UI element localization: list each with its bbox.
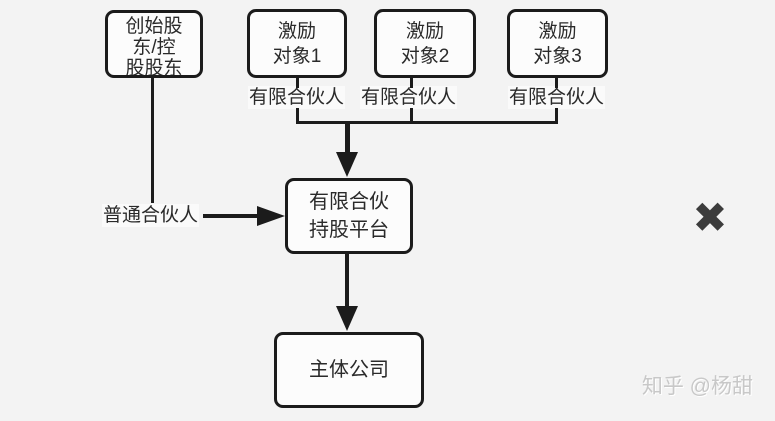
node-founder-line-2: 东/控 bbox=[132, 37, 176, 58]
connector-incentive-2-stub-top bbox=[410, 76, 413, 88]
node-incentive-2-line-1: 激励 bbox=[405, 20, 444, 42]
node-incentive-target-3: 激励 对象3 bbox=[507, 9, 608, 78]
connector-horizontal-bus bbox=[296, 121, 558, 124]
arrow-down-icon bbox=[336, 306, 358, 331]
limited-partner-label-2: 有限合伙人 bbox=[360, 86, 458, 109]
connector-incentive-1-stub-bottom bbox=[296, 108, 299, 124]
general-partner-label: 普通合伙人 bbox=[102, 204, 200, 227]
node-founder-shareholder: 创始股 东/控 股股东 bbox=[105, 10, 203, 78]
connector-incentive-3-stub-bottom bbox=[555, 108, 558, 124]
arrow-right-icon bbox=[257, 206, 285, 226]
limited-partner-label-3: 有限合伙人 bbox=[508, 86, 606, 109]
close-icon[interactable]: ✖ bbox=[692, 194, 728, 241]
node-platform-line-2: 持股平台 bbox=[309, 219, 389, 241]
node-incentive-1-line-1: 激励 bbox=[277, 20, 316, 42]
limited-partner-label-1: 有限合伙人 bbox=[248, 86, 346, 109]
node-incentive-3-line-2: 对象3 bbox=[533, 45, 582, 67]
node-incentive-1-line-2: 对象1 bbox=[272, 45, 322, 67]
arrow-platform-to-company-shaft bbox=[345, 252, 349, 308]
node-founder-line-3: 股股东 bbox=[125, 58, 183, 78]
node-incentive-2-line-2: 对象2 bbox=[400, 45, 450, 67]
connector-incentive-3-stub-top bbox=[555, 76, 558, 88]
arrow-bus-to-platform-shaft bbox=[345, 121, 350, 154]
arrow-gp-to-platform-shaft bbox=[203, 214, 260, 218]
connector-incentive-2-stub-bottom bbox=[410, 108, 413, 124]
node-incentive-target-2: 激励 对象2 bbox=[374, 9, 476, 78]
connector-founder-to-gp-label bbox=[151, 76, 154, 203]
node-main-company: 主体公司 bbox=[274, 332, 424, 408]
node-company-label: 主体公司 bbox=[309, 359, 389, 381]
arrow-down-icon bbox=[336, 152, 358, 177]
node-platform-line-1: 有限合伙 bbox=[309, 191, 389, 213]
node-partnership-platform: 有限合伙 持股平台 bbox=[285, 178, 413, 254]
node-founder-line-1: 创始股 bbox=[125, 16, 183, 37]
node-incentive-3-line-1: 激励 bbox=[538, 20, 577, 42]
node-incentive-target-1: 激励 对象1 bbox=[247, 9, 347, 78]
watermark-zhihu: 知乎 @杨甜 bbox=[641, 375, 753, 398]
connector-incentive-1-stub-top bbox=[296, 76, 299, 88]
